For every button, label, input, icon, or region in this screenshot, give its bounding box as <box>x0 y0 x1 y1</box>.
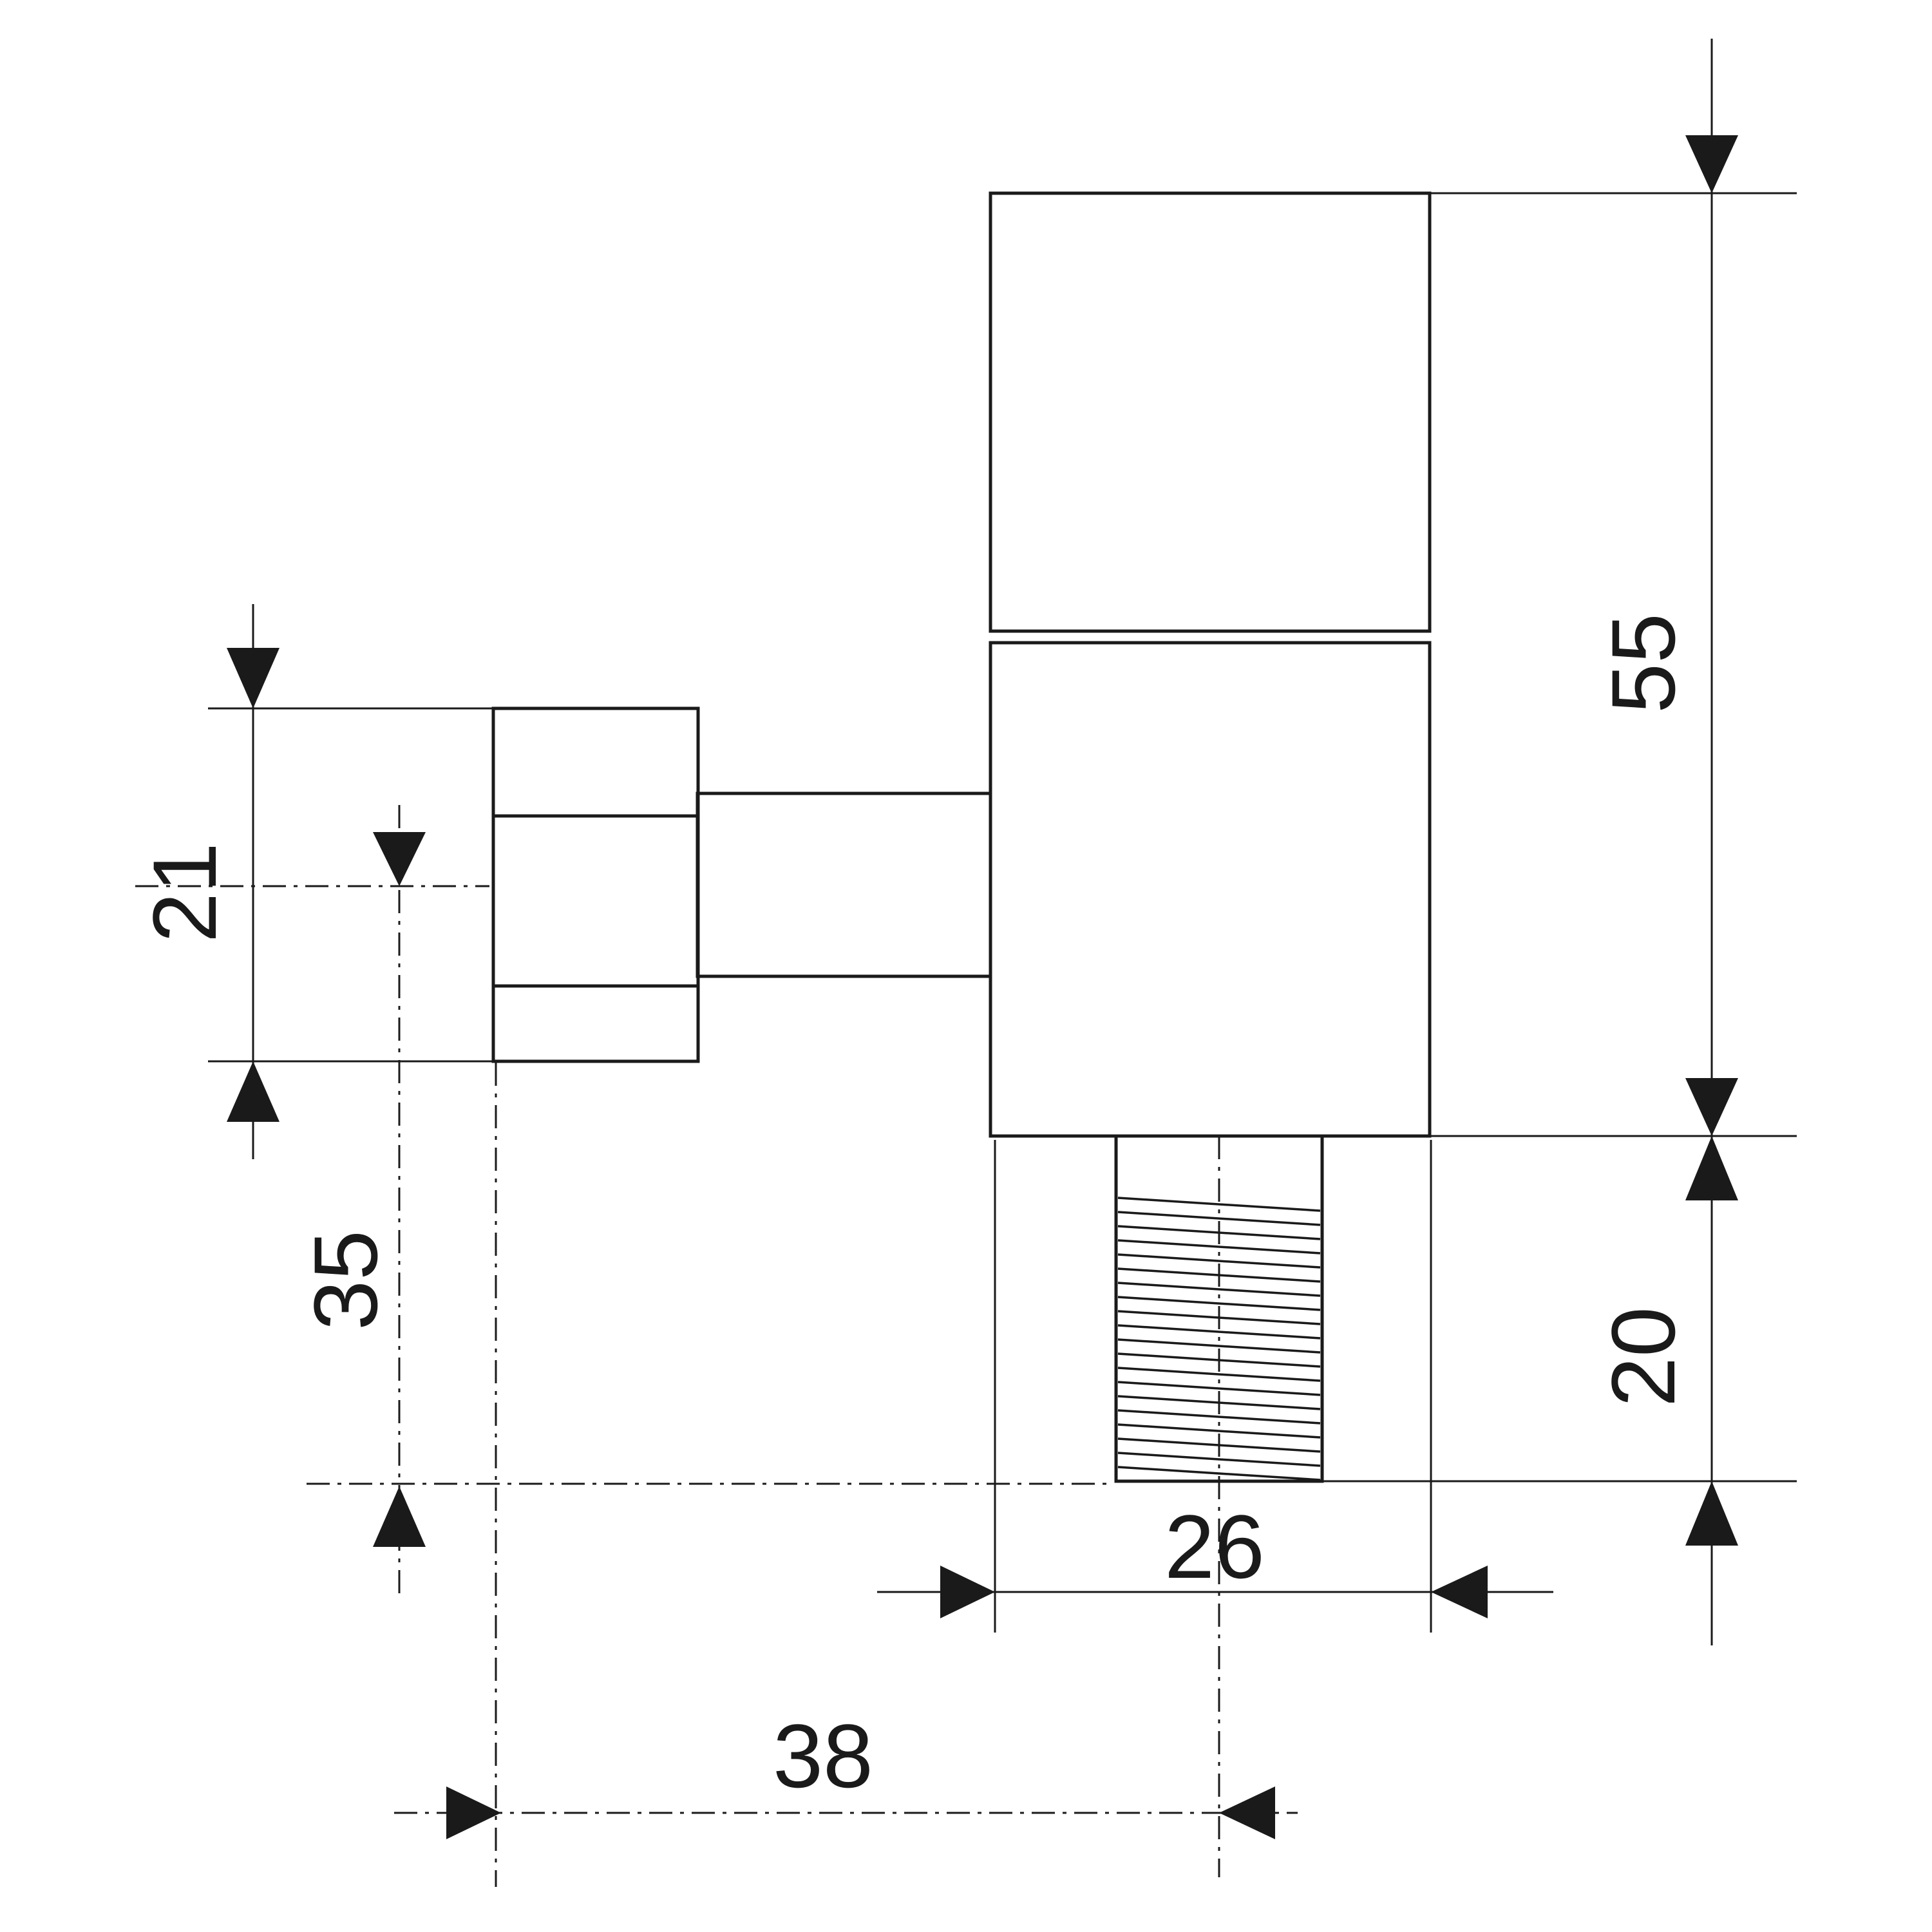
inlet-threaded-connector <box>1114 1134 1324 1483</box>
handle-cap <box>989 191 1432 633</box>
outlet-stem <box>696 791 992 978</box>
valve-outline <box>491 191 1432 1483</box>
thread-line <box>1117 1452 1321 1467</box>
thread-line <box>1117 1466 1321 1481</box>
thread-line <box>1117 1324 1321 1340</box>
thread-line <box>1117 1296 1321 1311</box>
dimension-body-width: 26 <box>877 1496 1553 1618</box>
thread-line <box>1117 1253 1321 1269</box>
thread-line <box>1117 1367 1321 1382</box>
outlet-hex-nut <box>491 706 700 1063</box>
dimension-nut-height: 21 <box>134 604 279 1159</box>
thread-line <box>1117 1197 1321 1212</box>
thread-line <box>1117 1211 1321 1226</box>
dimension-overall-height: 55 <box>1593 39 1738 1136</box>
thread-lines <box>1117 1197 1321 1481</box>
dimension-thread-length: 20 <box>1593 1136 1738 1645</box>
dimension-label-26: 26 <box>1164 1496 1265 1597</box>
dimension-label-35: 35 <box>295 1230 396 1331</box>
thread-line <box>1117 1239 1321 1255</box>
dimension-label-21: 21 <box>134 842 235 943</box>
dimension-label-20: 20 <box>1593 1307 1694 1407</box>
extension-lines <box>208 192 1797 1633</box>
dimension-outlet-offset: 38 <box>446 1705 1275 1839</box>
thread-line <box>1117 1409 1321 1425</box>
dimension-label-38: 38 <box>773 1705 873 1806</box>
dimension-outlet-height: 35 <box>295 832 426 1547</box>
valve-body <box>989 641 1432 1138</box>
thread-line <box>1117 1381 1321 1396</box>
thread-line <box>1117 1282 1321 1297</box>
thread-line <box>1117 1338 1321 1354</box>
dimension-label-55: 55 <box>1593 613 1694 714</box>
center-lines <box>135 805 1298 1887</box>
thread-line <box>1117 1423 1321 1439</box>
